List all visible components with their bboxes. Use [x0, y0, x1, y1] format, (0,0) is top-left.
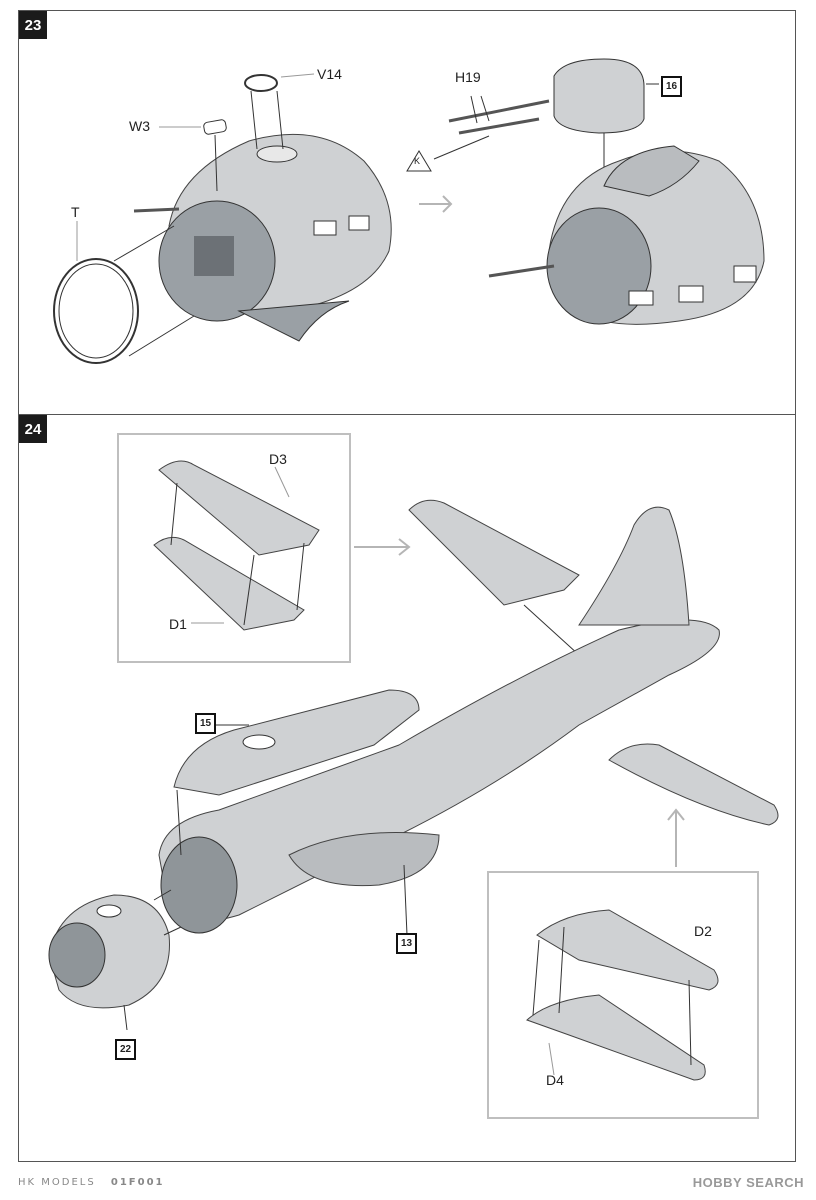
step-23-panel: 23 [18, 10, 796, 416]
part-d4 [526, 994, 706, 1081]
nose-section-right [488, 145, 765, 325]
part-d2 [536, 909, 719, 991]
canopy-section [173, 689, 420, 796]
k-marker-triangle [406, 150, 432, 172]
footer-watermark: HOBBY SEARCH [692, 1175, 804, 1190]
part-d1 [153, 536, 305, 631]
subpanel-right-stabilizer [487, 871, 759, 1119]
ref-step-16: 16 [661, 76, 682, 97]
step-24-panel: 24 [18, 414, 796, 1162]
subpanel-up-arrow [667, 808, 685, 867]
step-24-illustration [48, 460, 779, 1081]
progress-arrow [419, 195, 453, 213]
nose-section-left [133, 133, 392, 342]
label-d4: D4 [546, 1072, 564, 1088]
part-w3-window [203, 119, 227, 135]
turret-assembly [553, 58, 645, 134]
subpanel-horizontal-stabilizer [117, 433, 351, 663]
footer-code: 01F001 [110, 1177, 165, 1188]
label-d3: D3 [269, 451, 287, 467]
label-t: T [71, 204, 80, 220]
right-horizontal-stabilizer [608, 743, 779, 826]
part-t-frame [53, 258, 139, 364]
step-24-badge: 24 [19, 415, 47, 443]
label-k-marker: K [414, 156, 421, 166]
footer-brand: HK MODELS 01F001 [18, 1177, 165, 1188]
label-d2: D2 [694, 923, 712, 939]
step-23-illustration [53, 58, 765, 364]
subpanel-arrow [354, 538, 411, 556]
ref-step-13: 13 [396, 933, 417, 954]
label-w3: W3 [129, 118, 150, 134]
left-horizontal-stabilizer [408, 499, 580, 606]
part-d3 [158, 460, 320, 556]
part-v14-ring [244, 74, 278, 92]
ref-step-22: 22 [115, 1039, 136, 1060]
label-v14: V14 [317, 66, 342, 82]
ref-step-15: 15 [195, 713, 216, 734]
footer-brand-name: HK MODELS [18, 1177, 96, 1188]
label-h19: H19 [455, 69, 481, 85]
vertical-tail-fin [578, 506, 690, 626]
step-23-badge: 23 [19, 11, 47, 39]
label-d1: D1 [169, 616, 187, 632]
